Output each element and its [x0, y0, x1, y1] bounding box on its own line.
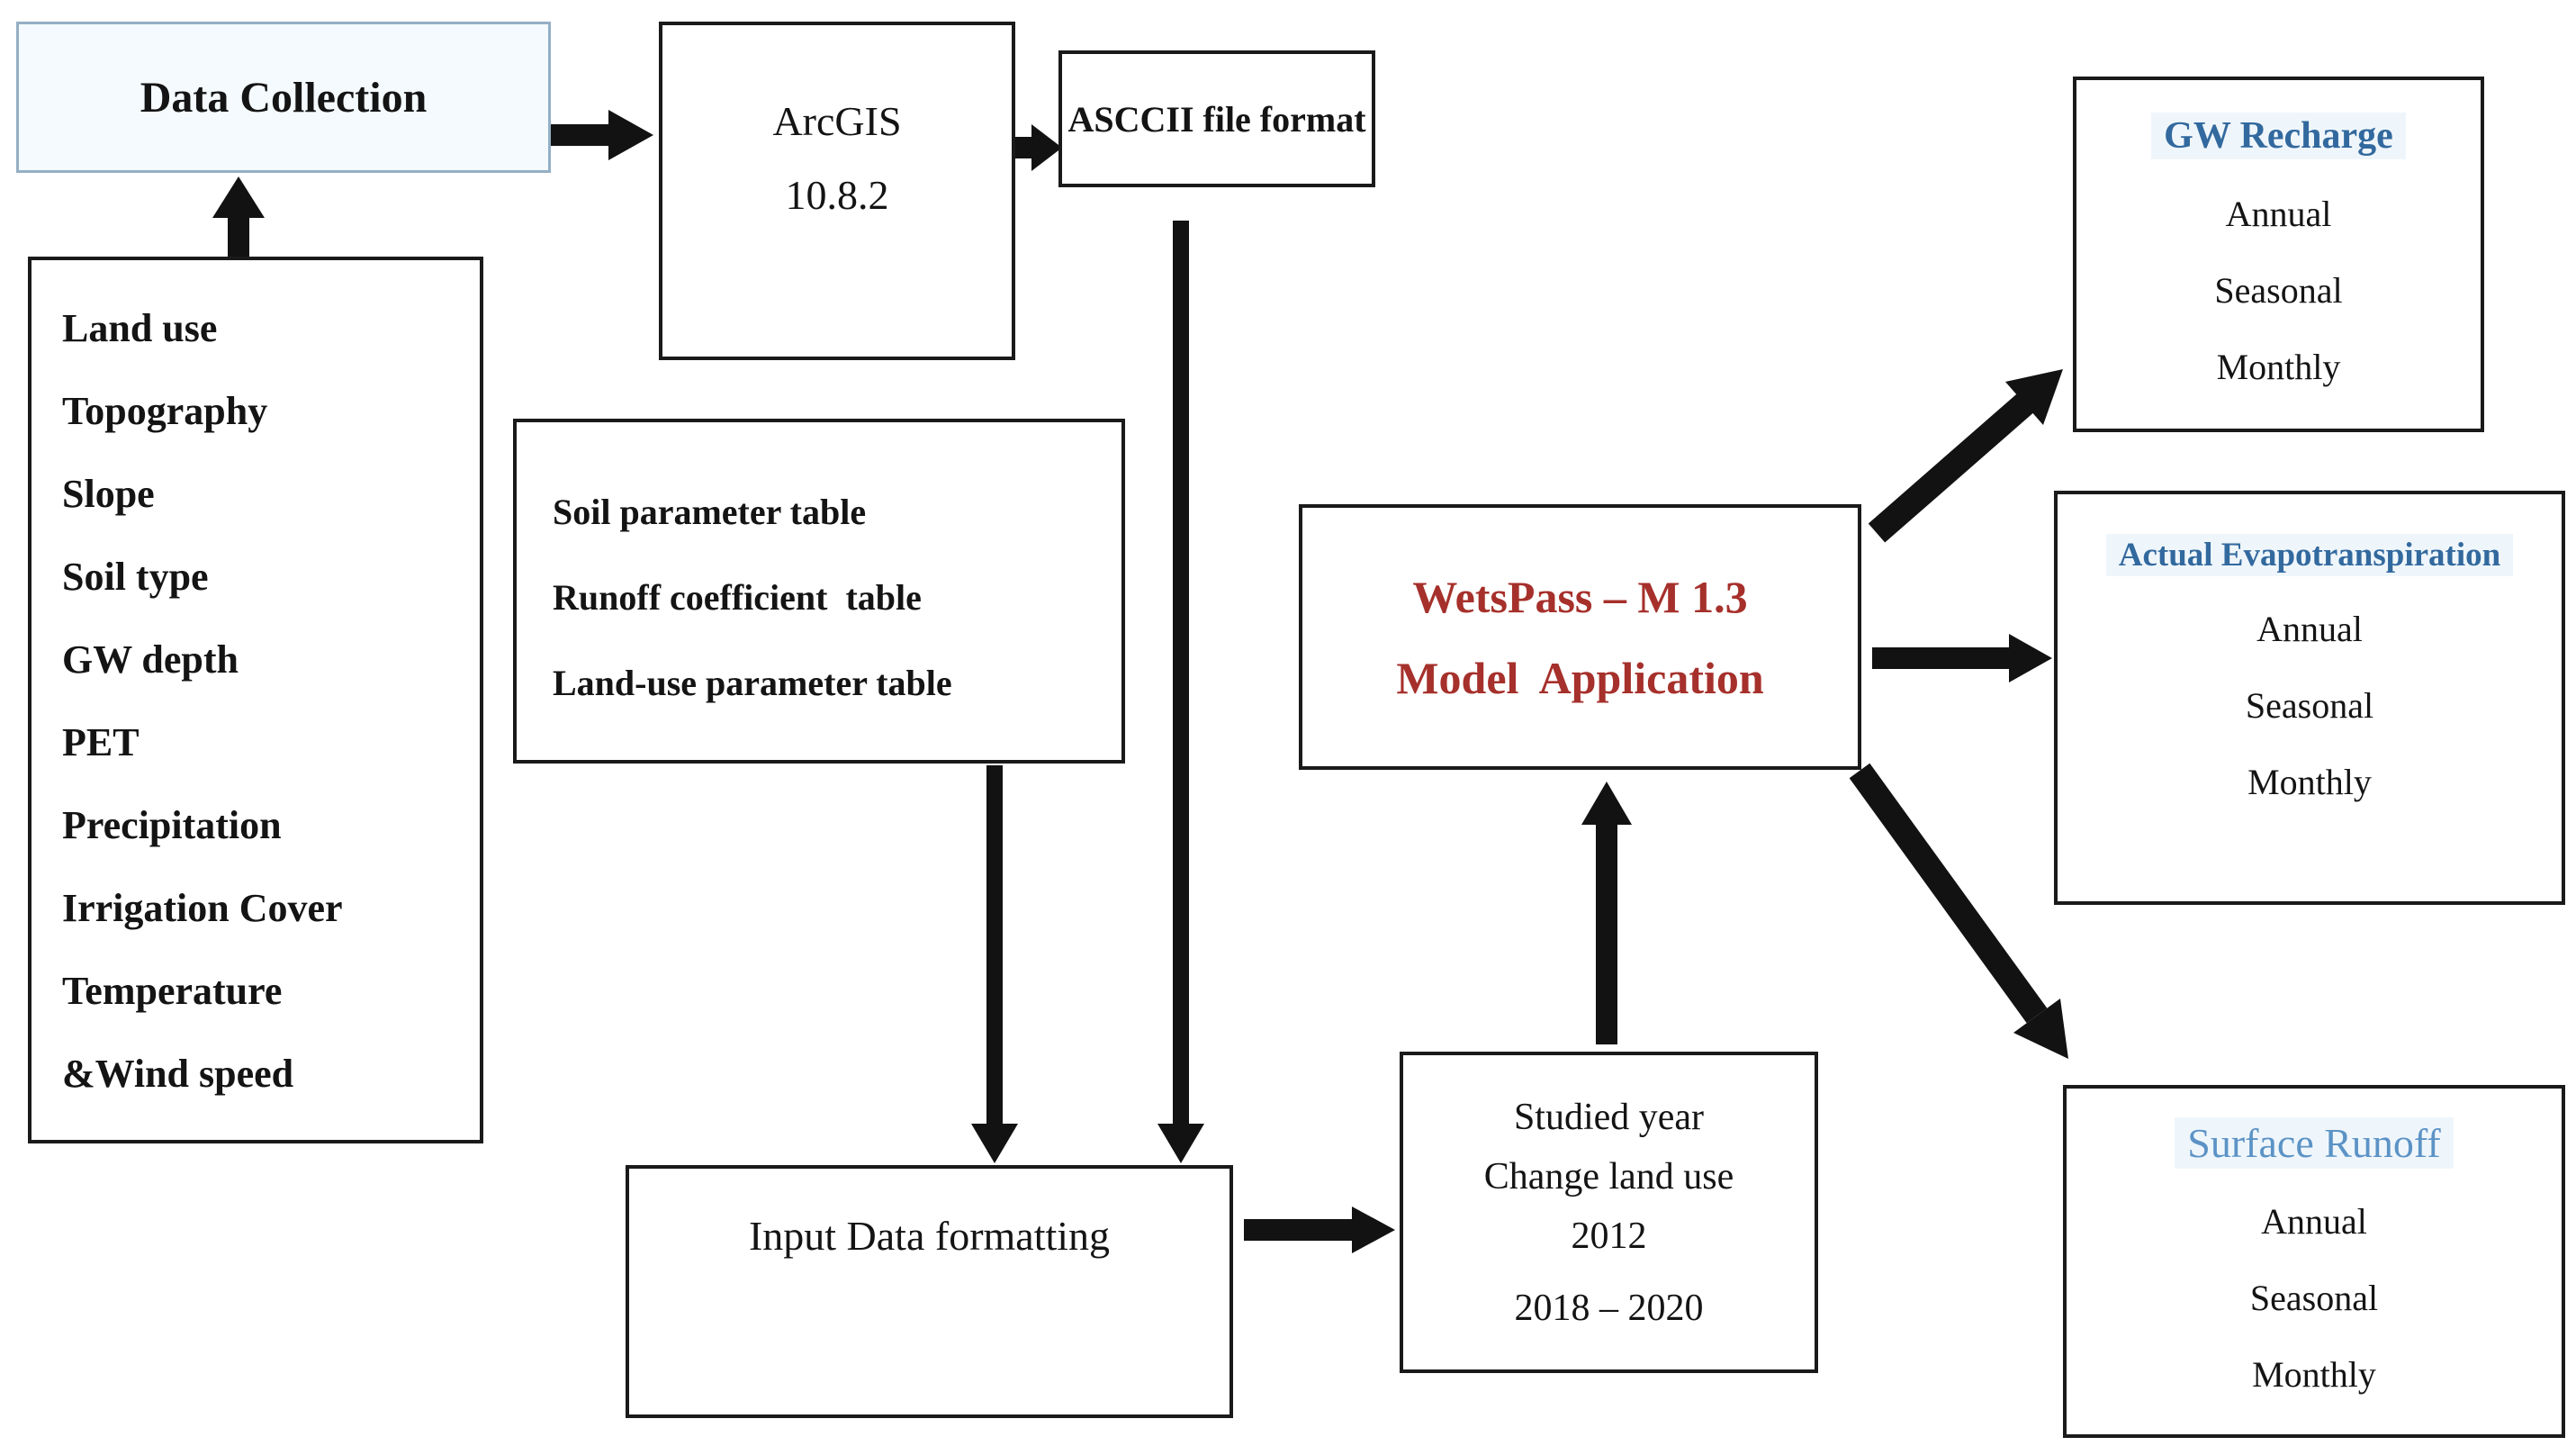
- output-period-item: Annual: [2256, 609, 2363, 649]
- input-dataset-item: Soil type: [62, 555, 209, 599]
- output-period-item: Annual: [2225, 194, 2332, 234]
- arcgis-name: ArcGIS: [772, 98, 902, 144]
- ascii-label: ASCCII file format: [1067, 98, 1366, 140]
- parameter-table-item: Runoff coefficient table: [553, 577, 922, 618]
- input-dataset-item: Precipitation: [62, 803, 282, 847]
- arrow-wetspass-to-gw-recharge: [1868, 369, 2063, 543]
- studied-year-line: 2018 – 2020: [1514, 1288, 1704, 1329]
- node-studied-year: Studied year Change land use 2012 2018 –…: [1400, 1052, 1818, 1373]
- node-data-collection: Data Collection: [16, 22, 551, 173]
- input-dataset-item: Slope: [62, 472, 155, 516]
- node-input-datasets: Land use Topography Slope Soil type GW d…: [28, 257, 483, 1143]
- output-period-item: Seasonal: [2214, 270, 2343, 311]
- input-dataset-item: Temperature: [62, 969, 283, 1013]
- arrow-wetspass-to-surface-runoff: [1849, 763, 2068, 1059]
- node-ascii-file-format: ASCCII file format: [1058, 50, 1375, 187]
- input-dataset-item: Land use: [62, 306, 218, 350]
- studied-year-line: 2012: [1571, 1216, 1647, 1257]
- node-arcgis: ArcGIS 10.8.2: [659, 22, 1015, 360]
- arrow-formatting-to-studied: [1244, 1207, 1395, 1253]
- input-dataset-item: &Wind speed: [62, 1052, 294, 1096]
- output-period-item: Monthly: [2252, 1354, 2376, 1395]
- arrow-collection-to-arcgis: [551, 110, 653, 160]
- input-dataset-item: GW depth: [62, 637, 239, 682]
- wetspass-title-line: Model Application: [1396, 652, 1764, 703]
- arrow-tables-to-formatting: [971, 765, 1018, 1163]
- studied-year-line: Studied year: [1513, 1097, 1705, 1138]
- node-actual-evapotranspiration: Actual Evapotranspiration Annual Seasona…: [2054, 491, 2565, 905]
- output-period-item: Monthly: [2216, 347, 2341, 387]
- input-dataset-item: Irrigation Cover: [62, 886, 343, 930]
- parameter-table-item: Land-use parameter table: [553, 663, 952, 703]
- arcgis-version: 10.8.2: [785, 172, 889, 218]
- arrow-arcgis-to-ascii: [1015, 124, 1062, 171]
- output-period-item: Seasonal: [2249, 1278, 2379, 1318]
- arrow-studied-to-wetspass: [1581, 782, 1632, 1044]
- node-surface-runoff: Surface Runoff Annual Seasonal Monthly: [2063, 1085, 2565, 1438]
- arrow-inputs-to-collection: [212, 176, 265, 259]
- parameter-table-item: Soil parameter table: [553, 492, 867, 532]
- output-period-item: Seasonal: [2245, 685, 2374, 726]
- evapotranspiration-title: Actual Evapotranspiration: [2105, 534, 2514, 576]
- wetspass-title-line: WetsPass – M 1.3: [1412, 571, 1748, 622]
- data-collection-label: Data Collection: [140, 73, 428, 122]
- node-parameter-tables: Soil parameter table Runoff coefficient …: [513, 419, 1125, 764]
- output-period-item: Monthly: [2247, 762, 2372, 802]
- arrow-ascii-to-formatting: [1157, 221, 1204, 1163]
- surface-runoff-title: Surface Runoff: [2175, 1117, 2454, 1169]
- node-gw-recharge: GW Recharge Annual Seasonal Monthly: [2073, 77, 2484, 432]
- node-wetspass-model: WetsPass – M 1.3 Model Application: [1299, 504, 1861, 770]
- input-data-formatting-label: Input Data formatting: [748, 1213, 1111, 1259]
- input-dataset-item: Topography: [62, 389, 268, 433]
- arrow-wetspass-to-evapotranspiration: [1872, 634, 2052, 682]
- input-dataset-item: PET: [62, 720, 140, 764]
- output-period-item: Annual: [2261, 1201, 2367, 1242]
- gw-recharge-title: GW Recharge: [2151, 113, 2406, 159]
- node-input-data-formatting: Input Data formatting: [626, 1165, 1233, 1418]
- studied-year-line: Change land use: [1483, 1156, 1734, 1197]
